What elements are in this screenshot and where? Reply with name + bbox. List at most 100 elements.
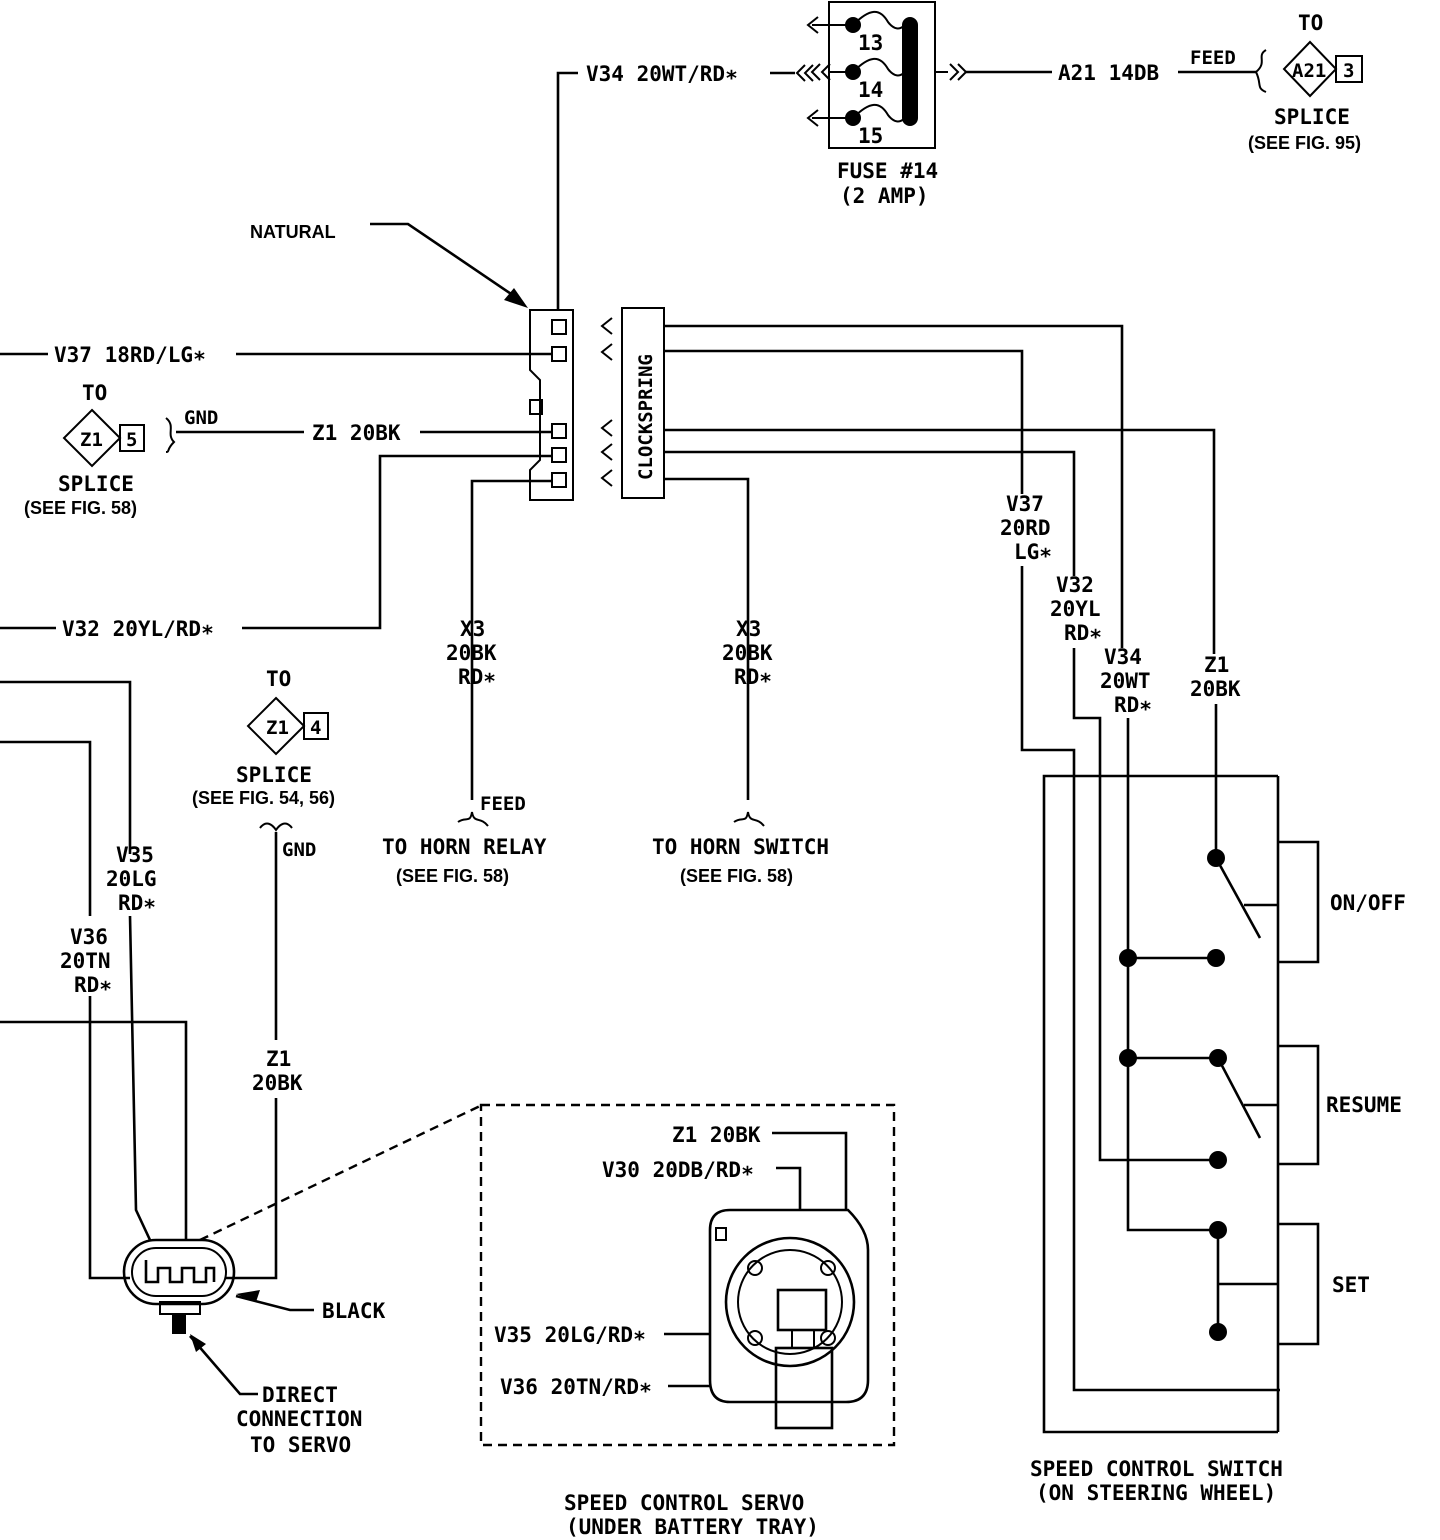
wire-a21-label: A21 14DB [1058, 61, 1159, 85]
wire-v34-vertical [556, 71, 578, 310]
natural-connector-body [529, 309, 574, 501]
splice-a21: TO A21 3 SPLICE (SEE FIG. 95) [1248, 11, 1363, 153]
splice-a21-ref: (SEE FIG. 95) [1248, 133, 1361, 153]
z1-right-line2: 20BK [1190, 677, 1241, 701]
v37-right-line2: 20RD [1000, 516, 1051, 540]
wire-z1-right [664, 428, 1216, 654]
servo-v35-label: V35 20LG/RD∗ [494, 1323, 646, 1347]
splice-a21-id: A21 [1292, 60, 1326, 82]
wire-z1-left-label: Z1 20BK [312, 421, 401, 445]
speed-control-servo: Z1 20BK V30 20DB/RD∗ V35 20LG/RD∗ V36 20… [479, 1103, 896, 1539]
v32-right-line1: V32 [1056, 573, 1094, 597]
speed-control-switch: ON/OFF RESUME SET SPEED CONTROL SWITCH (… [1030, 774, 1406, 1505]
direct-connection-line3: TO SERVO [250, 1433, 351, 1457]
v35-line1: V35 [116, 843, 154, 867]
x3-right-line1: X3 [736, 617, 761, 641]
v35-line2: 20LG [106, 867, 157, 891]
black-label: BLACK [322, 1299, 386, 1323]
wire-v37-right [664, 349, 1024, 494]
black-connector [122, 1238, 236, 1334]
z1-servo-line1: Z1 [266, 1047, 291, 1071]
servo-body [708, 1208, 870, 1404]
fuse-rating: (2 AMP) [840, 184, 929, 208]
fuse-pin-13: 13 [858, 31, 883, 55]
wire-v34-to-switch [1126, 718, 1218, 1232]
servo-z1-label: Z1 20BK [672, 1123, 761, 1147]
wire-v36 [0, 740, 130, 1280]
v37-right-line1: V37 [1006, 492, 1044, 516]
horn-switch-label: TO HORN SWITCH [652, 835, 829, 859]
v36-line3: RD∗ [74, 973, 112, 997]
v34-right-line2: 20WT [1100, 669, 1151, 693]
clockspring-body [621, 307, 665, 499]
horn-relay-feed-label: FEED [480, 793, 526, 815]
splice-z1-4-pin: 4 [310, 717, 321, 739]
fuse-left-terminal-arrows [806, 16, 819, 127]
wire-v35 [0, 680, 152, 1241]
fuse-14: 13 14 15 FUSE #14 (2 AMP) [806, 1, 968, 208]
splice-z1-5: TO Z1 5 SPLICE (SEE FIG. 58) [24, 381, 145, 518]
fuse-label: FUSE #14 [837, 159, 938, 183]
fuse-box [828, 1, 936, 149]
switch-resume-label: RESUME [1326, 1093, 1402, 1117]
switch-title: SPEED CONTROL SWITCH [1030, 1457, 1283, 1481]
splice-z1-4: TO Z1 4 SPLICE (SEE FIG. 54, 56) [192, 667, 335, 808]
servo-subtitle: (UNDER BATTERY TRAY) [566, 1515, 819, 1539]
splice-z1-5-ref: (SEE FIG. 58) [24, 498, 137, 518]
direct-connection-line1: DIRECT [262, 1383, 338, 1407]
servo-leader-dashed [199, 1104, 481, 1242]
switch-housing [1042, 774, 1278, 1434]
splice-a21-pin: 3 [1343, 60, 1354, 82]
splice-z1-4-label: SPLICE [236, 763, 312, 787]
servo-dashed-box [479, 1103, 896, 1447]
switch-subtitle: (ON STEERING WHEEL) [1036, 1481, 1276, 1505]
fuse-pin-14: 14 [858, 78, 883, 102]
black-connector-shell [122, 1238, 236, 1306]
x3-left-line2: 20BK [446, 641, 497, 665]
wire-v37-left-label: V37 18RD/LG∗ [54, 343, 206, 367]
fuse-element-15 [852, 103, 906, 123]
horn-switch-ref: (SEE FIG. 58) [680, 866, 793, 886]
wire-x3-right [664, 477, 750, 800]
clockspring-label: CLOCKSPRING [635, 354, 657, 480]
direct-connection-line2: CONNECTION [236, 1407, 362, 1431]
horn-relay-ref: (SEE FIG. 58) [396, 866, 509, 886]
a21-feed-label: FEED [1190, 47, 1236, 69]
splice-z1-4-ref: (SEE FIG. 54, 56) [192, 788, 335, 808]
fuse-pin-15: 15 [858, 124, 883, 148]
wire-v32-left-label: V32 20YL/RD∗ [62, 617, 214, 641]
switch-on-off-label: ON/OFF [1330, 891, 1406, 915]
z1-right-line1: Z1 [1204, 653, 1229, 677]
v35-line3: RD∗ [118, 891, 156, 915]
v32-right-line2: 20YL [1050, 597, 1101, 621]
horn-relay-label: TO HORN RELAY [382, 835, 547, 859]
v37-right-line3: LG∗ [1014, 540, 1052, 564]
servo-title: SPEED CONTROL SERVO [564, 1491, 804, 1515]
servo-gnd-label: GND [282, 839, 316, 861]
fuse-element-14 [852, 57, 906, 77]
switch-set-label: SET [1332, 1273, 1370, 1297]
x3-right-line2: 20BK [722, 641, 773, 665]
x3-left-line3: RD∗ [458, 665, 496, 689]
natural-connector: NATURAL [250, 222, 574, 501]
wire-v32-right [664, 450, 1076, 576]
splice-z1-5-to: TO [82, 381, 107, 405]
wire-v30 [0, 1020, 188, 1240]
splice-a21-to: TO [1298, 11, 1323, 35]
splice-z1-5-id: Z1 [80, 429, 103, 451]
servo-v36-label: V36 20TN/RD∗ [500, 1375, 652, 1399]
natural-label: NATURAL [250, 222, 336, 242]
wire-v34-right [664, 324, 1124, 648]
splice-z1-4-id: Z1 [266, 717, 289, 739]
v34-right-line3: RD∗ [1114, 693, 1152, 717]
servo-v30-label: V30 20DB/RD∗ [602, 1158, 754, 1182]
x3-left-line1: X3 [460, 617, 485, 641]
splice-z1-5-label: SPLICE [58, 472, 134, 496]
splice-z1-5-pin: 5 [126, 429, 137, 451]
v34-right-line1: V34 [1104, 645, 1142, 669]
splice-z1-4-to: TO [266, 667, 291, 691]
z1-servo-line2: 20BK [252, 1071, 303, 1095]
wire-z1-servo [226, 832, 278, 1280]
wire-v34-top-label: V34 20WT/RD∗ [586, 62, 738, 86]
fuse-right-terminal-arrows [949, 63, 968, 81]
